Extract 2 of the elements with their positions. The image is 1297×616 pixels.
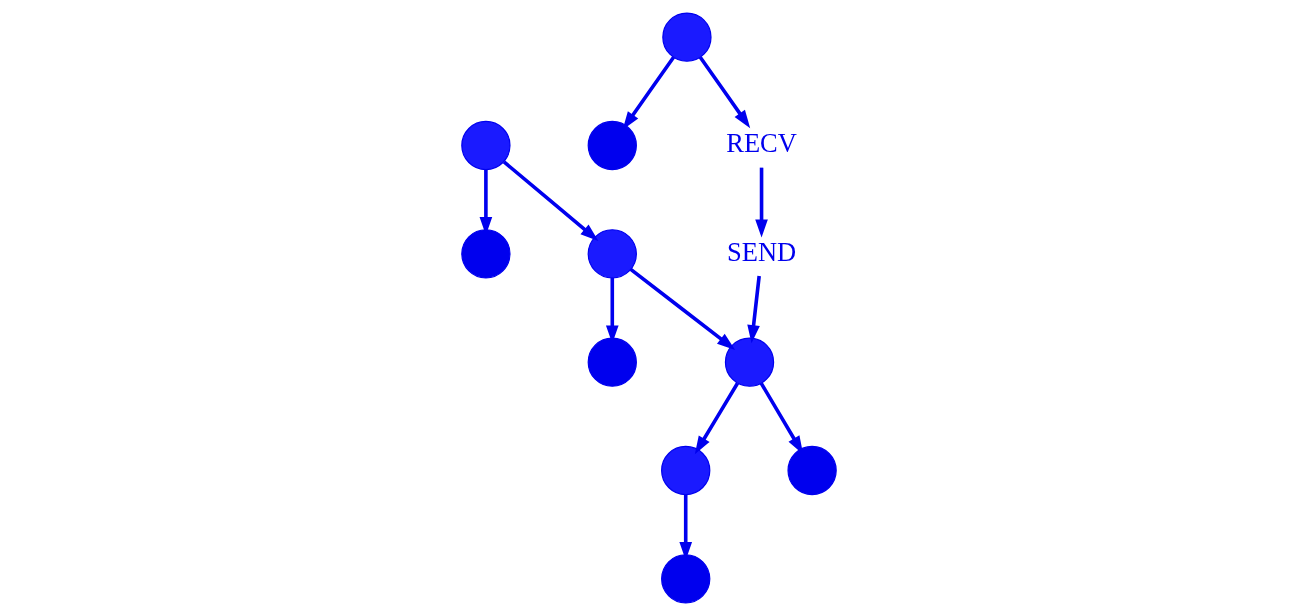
node-text: SEND	[726, 236, 796, 267]
node-text: RECV	[725, 128, 797, 159]
